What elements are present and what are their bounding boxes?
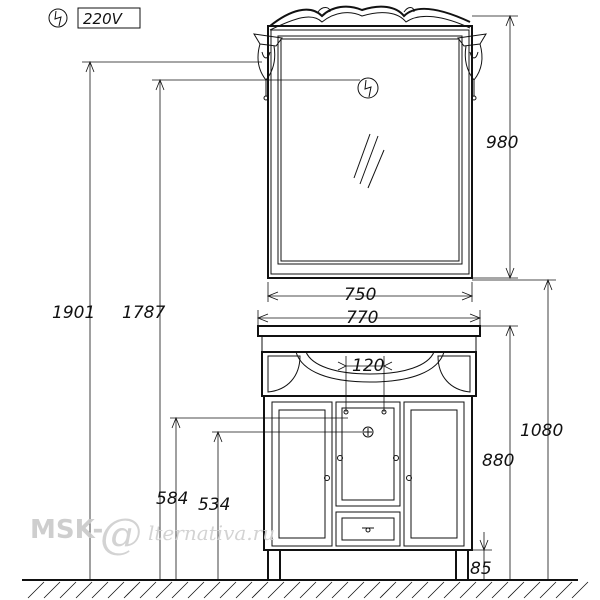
floor-hatch-line [523,581,541,599]
floor-hatch-line [331,581,349,599]
dimension-lines [82,14,556,580]
floor-hatch-line [235,581,253,599]
floor-hatch-line [107,581,125,599]
label-total-height: 1901 [52,303,95,323]
floor-hatch-line [491,581,509,599]
label-mirror-width: 750 [344,285,376,305]
watermark-at-icon: @ [100,509,142,558]
label-pipe-height-low: 534 [198,495,230,515]
floor-hatch-line [315,581,333,599]
floor-hatch-line [411,581,429,599]
dimension-labels: 1901 1787 980 750 770 120 1080 880 584 5… [52,133,563,579]
floor-hatch-line [171,581,189,599]
floor-hatch-line [251,581,269,599]
label-cabinet-top-height: 1080 [520,421,563,441]
label-mirror-height: 980 [486,133,518,153]
floor-hatch-line [123,581,141,599]
floor-hatch-line [299,581,317,599]
floor-hatch-line [539,581,557,599]
floor-hatch-line [427,581,445,599]
floor-hatch-line [571,581,589,599]
label-cabinet-width: 770 [346,308,378,328]
floor-hatch-line [363,581,381,599]
label-counter-height: 880 [482,451,514,471]
mirror [253,5,487,279]
label-siphon-width: 120 [352,356,384,376]
floor-hatch-line [283,581,301,599]
floor-hatch-line [443,581,461,599]
floor-hatch-line [555,581,573,599]
floor-hatch-line [267,581,285,599]
floor [22,579,589,599]
label-pipe-height-high: 584 [156,489,188,509]
lightning-circle-icon [357,77,379,99]
floor-hatch-line [155,581,173,599]
lightning-circle-icon [48,8,68,28]
floor-hatch-line [187,581,205,599]
floor-hatch-line [459,581,477,599]
watermark-brand: MSK- [30,515,103,545]
floor-hatch-line [347,581,365,599]
floor-hatch-line [219,581,237,599]
label-mirror-top-height: 1787 [122,303,165,323]
floor-hatch-line [395,581,413,599]
power-label: 220V [83,10,124,28]
watermark-suffix: lternativa.ru [148,521,275,545]
floor-hatch-line [379,581,397,599]
floor-hatch-line [507,581,525,599]
vanity-cabinet [257,325,481,580]
floor-hatch-line [475,581,493,599]
floor-hatch-line [75,581,93,599]
label-leg-height: 85 [470,559,492,579]
watermark: MSK- @ lternativa.ru [30,509,275,558]
floor-hatch-line [43,581,61,599]
floor-hatch-line [139,581,157,599]
power-indicator: 220V [48,7,141,29]
floor-hatch-line [59,581,77,599]
floor-hatch-line [203,581,221,599]
right-sconce [457,33,487,101]
floor-hatch-line [91,581,109,599]
floor-hatch-line [27,581,45,599]
